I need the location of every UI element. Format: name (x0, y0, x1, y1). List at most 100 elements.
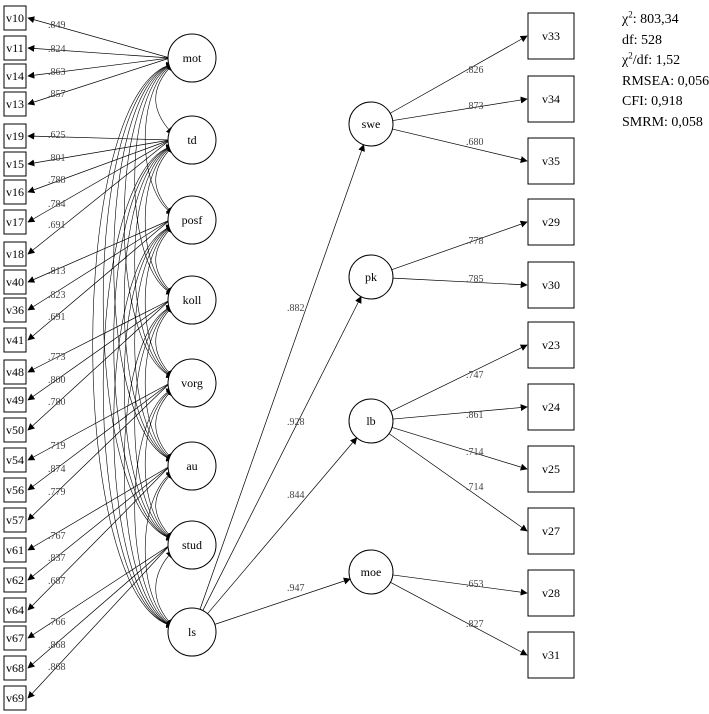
indicator-label-v23: v23 (542, 338, 560, 352)
indicator-label-v31: v31 (542, 648, 560, 662)
factor-loading-value: .882 (287, 303, 305, 314)
indicator-box-v33 (527, 12, 575, 60)
loading-value: .861 (466, 410, 484, 421)
loading-value: .779 (48, 487, 66, 498)
indicator-label-v64: v64 (6, 603, 24, 617)
indicator-box-v41 (3, 327, 27, 353)
indicator-box-v48 (3, 359, 27, 385)
indicator-label-v57: v57 (6, 513, 24, 527)
indicator-label-v56: v56 (6, 483, 24, 497)
indicator-box-v35 (527, 137, 575, 185)
factor-circle-vorg (167, 358, 217, 408)
loading-path (27, 299, 171, 373)
factor-covariances (92, 61, 174, 629)
indicator-label-v18: v18 (6, 247, 24, 261)
loading-value: .691 (48, 312, 66, 323)
indicator-box-v27 (527, 507, 575, 555)
indicator-label-v40: v40 (6, 275, 24, 289)
indicator-box-v15 (3, 151, 27, 177)
loading-value: .868 (48, 640, 66, 651)
loading-value: .824 (48, 44, 66, 55)
factor-loading-value: .928 (287, 417, 305, 428)
loading-path (27, 382, 171, 461)
loading-path (27, 299, 171, 401)
loading-path (392, 574, 528, 596)
loading-value: .714 (466, 482, 484, 493)
loading-value: .863 (48, 67, 66, 78)
indicator-label-v10: v10 (6, 11, 24, 25)
loading-path (27, 465, 171, 611)
covariance-arc (124, 304, 174, 628)
factor-label-stud: stud (182, 538, 202, 552)
loading-path (27, 139, 171, 223)
loading-value: .800 (48, 375, 66, 386)
factor-label-pk: pk (365, 270, 377, 284)
loading-value: .773 (48, 352, 66, 363)
loading-value: .778 (466, 236, 484, 247)
loading-value: .625 (48, 130, 66, 141)
covariance-arc (124, 62, 174, 379)
indicator-box-v61 (3, 537, 27, 563)
indicator-box-v36 (3, 297, 27, 323)
indicator-box-v23 (527, 321, 575, 369)
covariance-arc (144, 471, 174, 627)
loading-value: .785 (466, 274, 484, 285)
covariance-arc (92, 61, 174, 629)
loading-path (27, 139, 171, 255)
indicator-label-v62: v62 (6, 573, 24, 587)
loading-value: .784 (48, 199, 66, 210)
indicator-label-v15: v15 (6, 157, 24, 171)
factor-label-lb: lb (366, 414, 375, 428)
indicator-label-v16: v16 (6, 185, 24, 199)
loading-path (392, 96, 528, 121)
indicator-label-v50: v50 (6, 423, 24, 437)
second-order-path (214, 577, 351, 625)
loading-path (392, 128, 528, 163)
indicator-label-v14: v14 (6, 69, 24, 83)
factor-circle-au (167, 441, 217, 491)
indicator-box-v54 (3, 447, 27, 473)
loading-path (27, 299, 171, 431)
indicator-box-v14 (3, 63, 27, 89)
loading-value: .857 (48, 89, 66, 100)
indicator-label-v48: v48 (6, 365, 24, 379)
loading-path (390, 581, 528, 656)
indicator-label-v11: v11 (6, 41, 24, 55)
loading-path (391, 427, 528, 471)
indicator-box-v49 (3, 387, 27, 413)
indicator-label-v19: v19 (6, 129, 24, 143)
indicator-box-v57 (3, 507, 27, 533)
indicator-label-v17: v17 (6, 215, 24, 229)
loading-path (27, 219, 171, 311)
covariance-arc (144, 145, 174, 295)
covariance-arc (124, 224, 174, 541)
loading-path (27, 544, 171, 639)
indicator-box-v64 (3, 597, 27, 623)
loading-path (390, 35, 528, 114)
factor-circle-moe (348, 549, 394, 595)
loading-value: .873 (466, 101, 484, 112)
factor-label-au: au (186, 459, 197, 473)
indicator-box-v69 (3, 685, 27, 711)
fit-statistics: χ2: 803,34 df: 528 χ2/df: 1,52 RMSEA: 0,… (622, 10, 709, 133)
loading-value: .837 (48, 553, 66, 564)
indicator-label-v27: v27 (542, 524, 560, 538)
loading-value: .849 (48, 20, 66, 31)
indicator-label-v29: v29 (542, 215, 560, 229)
loading-path (27, 219, 171, 341)
fit-chi2-df: χ2/df: 1,52 (622, 50, 681, 68)
loading-value: .691 (48, 220, 66, 231)
loading-path (27, 44, 171, 59)
loading-path (390, 344, 528, 412)
loading-value: .653 (466, 579, 484, 590)
indicator-box-v11 (3, 35, 27, 61)
indicator-box-v13 (3, 91, 27, 117)
loading-value: .874 (48, 464, 66, 475)
indicator-box-v30 (527, 261, 575, 309)
loading-value: .813 (48, 266, 66, 277)
factor-label-mot: mot (183, 51, 202, 65)
loading-value: .827 (466, 619, 484, 630)
loading-value: .766 (48, 617, 66, 628)
indicator-label-v35: v35 (542, 154, 560, 168)
loading-path (27, 465, 171, 581)
